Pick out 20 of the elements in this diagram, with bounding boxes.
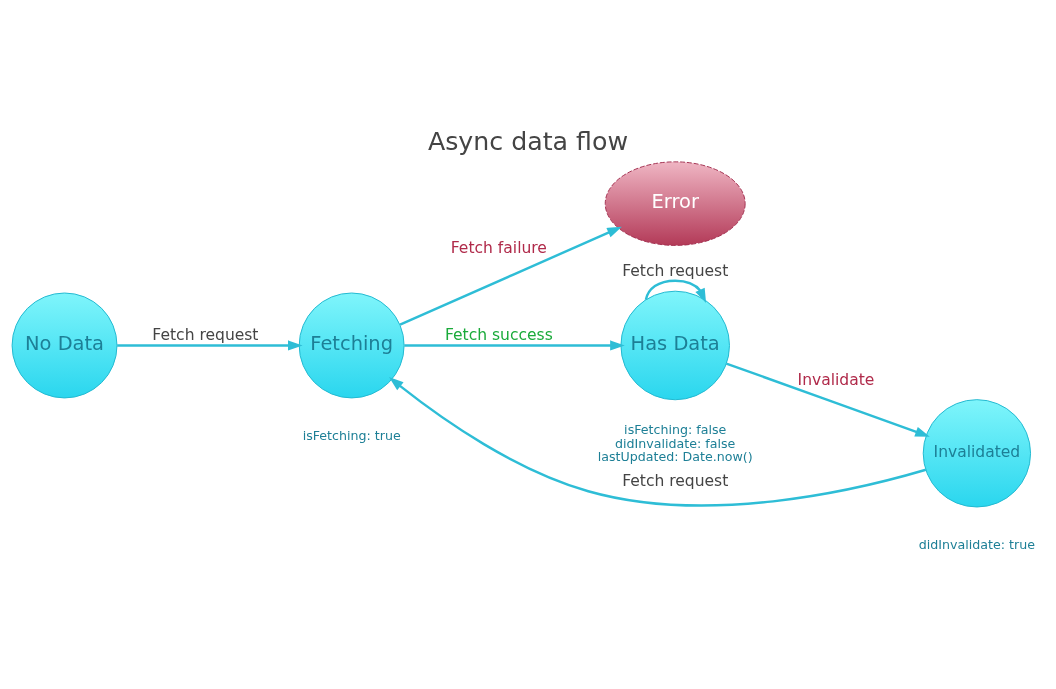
arrow [399,226,622,326]
arrow [404,340,625,351]
node-circle: Has Data [620,290,730,401]
node-circle: No Data [11,292,118,399]
arrow [725,362,930,437]
edge-label: Fetch failure [450,238,547,257]
edge-label: Fetch request [622,261,729,280]
node-label: isFetching: true [302,428,401,444]
diagram-title: Async data flow [427,126,629,156]
edge-label: Fetch request [152,326,259,345]
node-circle: Invalidated [922,399,1032,508]
node-label: isFetching: false [624,422,727,438]
edge-label: Fetch request [622,472,729,491]
arrow [117,340,303,351]
edge-label: Fetch success [444,326,553,345]
arrow [388,377,927,507]
node-label: didInvalidate: true [918,536,1035,552]
node-label: lastUpdated: Date.now() [597,449,753,465]
edge-label: Invalidate [797,371,875,390]
arrow [644,279,707,304]
